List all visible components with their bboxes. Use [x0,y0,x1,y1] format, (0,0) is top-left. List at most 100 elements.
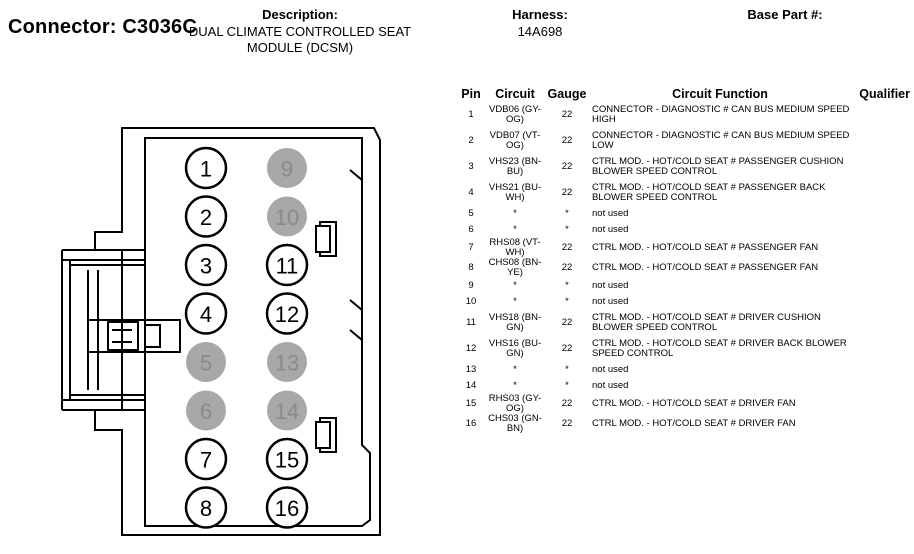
function-cell: CTRL MOD. - HOT/COLD SEAT # PASSENGER FA… [592,242,819,253]
pin-number-label: 9 [281,157,293,182]
header-circuit: Circuit [495,87,535,101]
pin-cell: 11 [466,317,476,328]
table-row: 6**not used [456,222,910,238]
function-cell: CTRL MOD. - HOT/COLD SEAT # PASSENGER FA… [592,262,819,273]
harness-value: 14A698 [517,24,563,39]
pin-circle [184,437,228,481]
function-cell: CONNECTOR - DIAGNOSTIC # CAN BUS MEDIUM … [592,104,850,125]
gauge-cell: * [565,224,569,235]
qualifier-cell [850,394,910,414]
circuit-cell: CHS03 (GN-BN) [488,413,542,434]
circuit-cell: CHS08 (BN-YE) [488,257,542,278]
qualifier-cell [850,180,910,206]
circuit-cell: * [513,208,517,219]
qualifier-cell [850,102,910,128]
pin-circle [265,292,309,335]
function-cell: not used [592,364,629,375]
circuit-cell: * [513,380,517,391]
pin-cell: 7 [468,242,474,253]
qualifier-cell [850,310,910,336]
circuit-cell: VDB07 (VT-OG) [489,130,541,151]
circuit-cell: VHS16 (BU-GN) [488,338,542,359]
table-row: 13**not used [456,362,910,378]
header-circuit-function: Circuit Function [672,87,768,101]
connector-title: Connector: C3036C [8,16,197,38]
gauge-cell: 22 [561,262,573,273]
circuit-cell: * [513,364,517,375]
table-row: 11 VHS18 (BN-GN) 22 CTRL MOD. - HOT/COLD SE… [456,310,910,336]
pin-number-label: 5 [200,351,212,376]
pin-number-label: 11 [276,254,299,279]
table-row: 9**not used [456,278,910,294]
pin-2: 2 [184,195,228,238]
function-cell: CTRL MOD. - HOT/COLD SEAT # DRIVER CUSHI… [592,312,821,333]
qualifier-cell [850,414,910,434]
pin-number-label: 4 [200,302,212,327]
qualifier-cell [850,258,910,278]
circuit-cell: VHS18 (BN-GN) [488,312,542,333]
function-cell: not used [592,208,629,219]
pin-number-label: 14 [275,399,299,424]
gauge-cell: 22 [561,242,573,253]
header-gauge: Gauge [547,87,587,101]
pin-number-label: 16 [275,496,299,521]
qualifier-cell [850,294,910,310]
table-row: 7 RHS08 (VT-WH) 22 CTRL MOD. - HOT/COLD SEA… [456,238,910,258]
qualifier-cell [850,128,910,154]
unused-pin-circle [186,390,226,431]
qualifier-cell [850,206,910,222]
pin-12: 12 [265,292,309,335]
pin-cell: 8 [468,262,474,273]
pin-10: 10 [267,196,307,237]
pin-cell: 16 [465,418,477,429]
gauge-cell: * [565,208,569,219]
right-pin-column: 9 10 11 12 13 14 15 16 [265,148,309,529]
pin-cell: 15 [465,398,477,409]
gauge-cell: 22 [561,135,573,146]
gauge-cell: 22 [561,343,573,354]
pin-13: 13 [267,342,307,382]
function-cell: not used [592,280,629,291]
pin-7: 7 [184,437,228,481]
pin-cell: 4 [468,187,474,198]
pin-6: 6 [186,390,226,431]
pin-15: 15 [265,437,309,481]
connector-housing [61,127,381,536]
gauge-cell: 22 [561,187,573,198]
function-cell: not used [592,224,629,235]
pin-5: 5 [186,342,226,382]
function-cell: CTRL MOD. - HOT/COLD SEAT # PASSENGER BA… [592,182,826,203]
function-cell: CTRL MOD. - HOT/COLD SEAT # DRIVER BACK … [592,338,847,359]
unused-pin-circle [267,148,307,188]
function-cell: CTRL MOD. - HOT/COLD SEAT # PASSENGER CU… [592,156,844,177]
pin-circle [184,486,228,529]
header-qualifier: Qualifier [859,87,910,101]
circuit-cell: RHS08 (VT-WH) [489,237,541,258]
circuit-cell: * [513,224,517,235]
description-label: Description: [262,7,338,22]
qualifier-cell [850,222,910,238]
gauge-cell: 22 [561,418,573,429]
gauge-cell: 22 [561,317,573,328]
pin-number-label: 6 [200,399,212,424]
table-row: 10**not used [456,294,910,310]
pin-number-label: 10 [275,205,299,230]
unused-pin-circle [186,342,226,382]
pin-circle [184,195,228,238]
pin-number-label: 15 [275,448,299,473]
pin-number-label: 3 [200,254,212,279]
description-line-2: MODULE (DCSM) [246,40,354,55]
qualifier-cell [850,378,910,394]
table-row: 8 CHS08 (BN-YE) 22 CTRL MOD. - HOT/COLD SEA… [456,258,910,278]
gauge-cell: 22 [561,398,573,409]
function-cell: not used [592,296,629,307]
function-cell: CTRL MOD. - HOT/COLD SEAT # DRIVER FAN [592,398,796,409]
